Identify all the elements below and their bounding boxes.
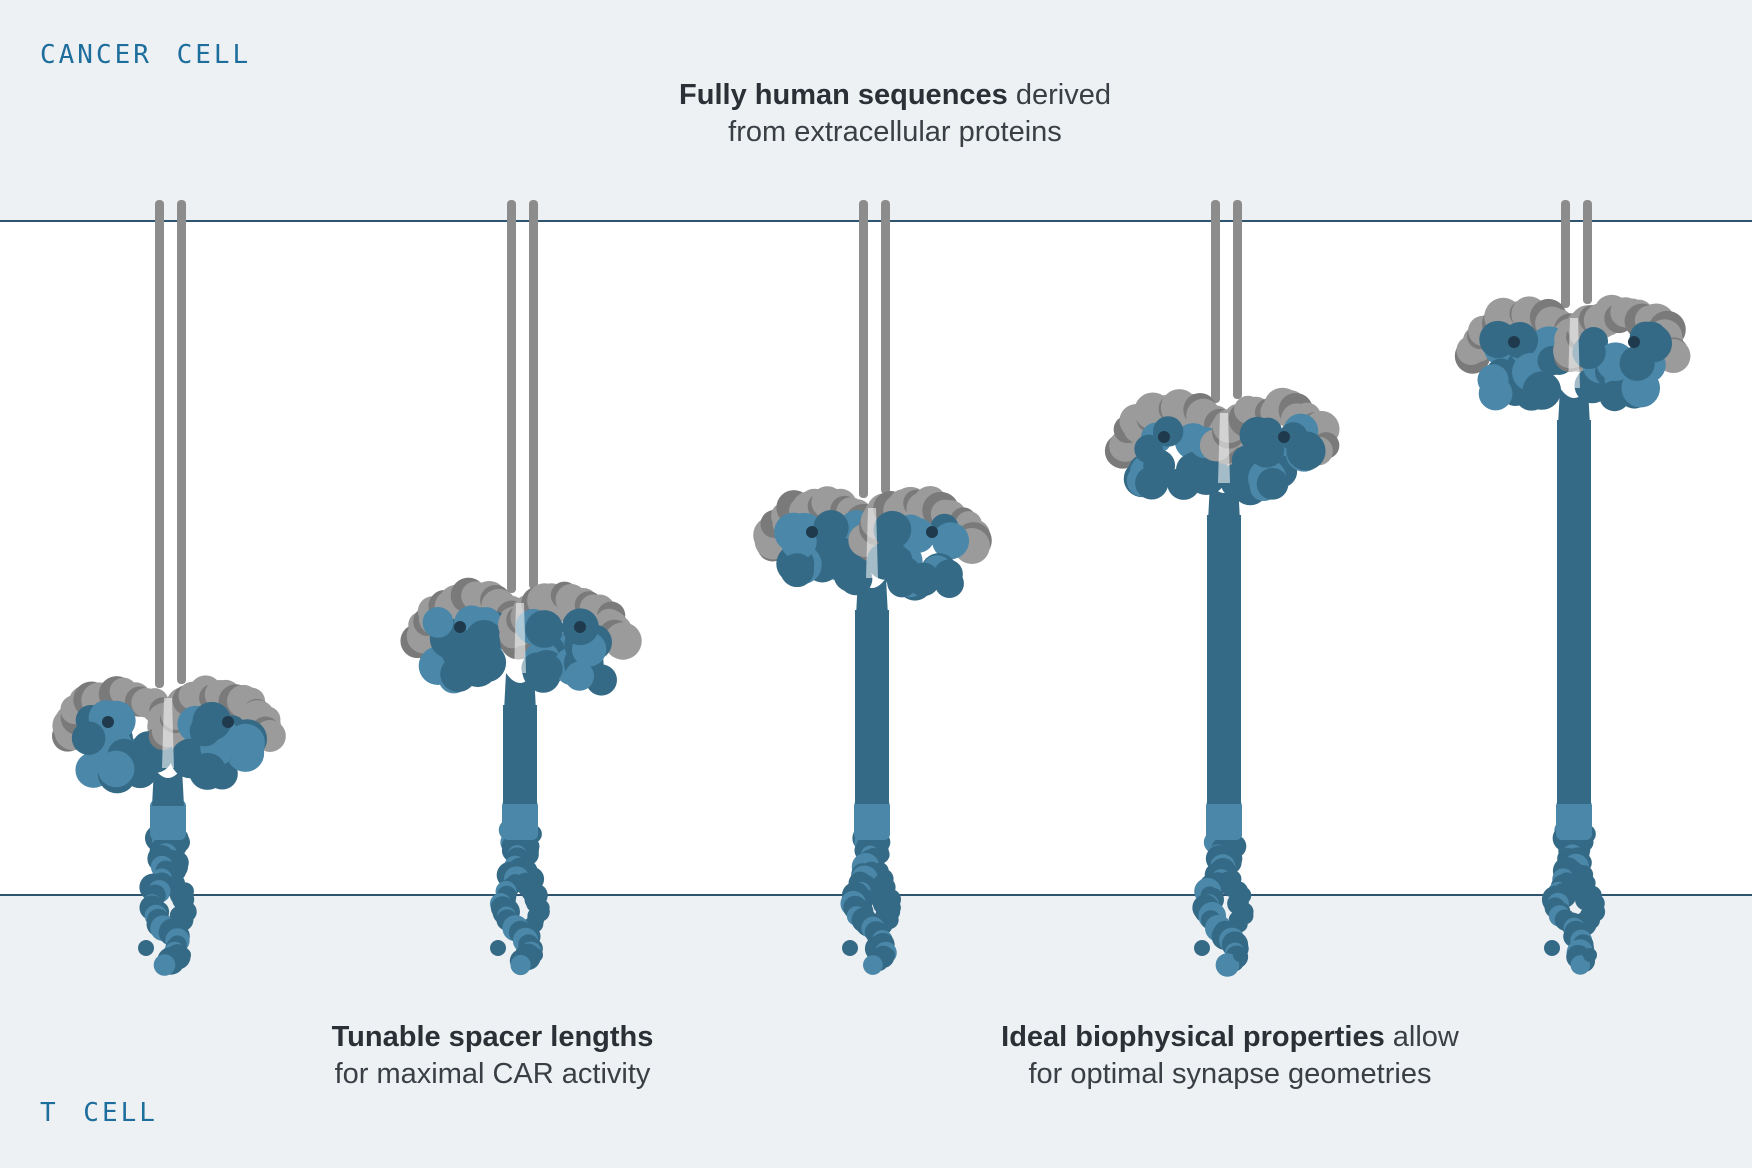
binding-head xyxy=(1104,387,1340,506)
caption-fully-human-bold: Fully human sequences xyxy=(679,79,1008,111)
car-construct-3 xyxy=(753,200,992,975)
intracellular-domain xyxy=(1541,820,1606,975)
caption-tunable-spacer-line2: for maximal CAR activity xyxy=(334,1058,651,1090)
spacer-domain xyxy=(1207,515,1241,804)
binding-head xyxy=(1454,294,1691,412)
antigen-rod-right xyxy=(1583,200,1592,304)
caption-fully-human: Fully human sequences derived from extra… xyxy=(560,77,1230,151)
caption-biophysical-line2: for optimal synapse geometries xyxy=(1028,1058,1432,1090)
antigen-rod-left xyxy=(859,200,868,498)
intracellular-domain xyxy=(1192,819,1254,977)
spacer-domain xyxy=(855,610,889,804)
caption-fully-human-rest: derived xyxy=(1007,79,1111,111)
caption-tunable-spacer-bold: Tunable spacer lengths xyxy=(331,1021,654,1053)
caption-fully-human-line2: from extracellular proteins xyxy=(728,116,1062,148)
t-cell-label: T CELL xyxy=(40,1098,158,1128)
binding-head xyxy=(52,675,286,794)
intracellular-domain xyxy=(138,818,197,976)
car-construct-1 xyxy=(52,200,286,976)
hinge-domain xyxy=(150,800,186,840)
car-construct-5 xyxy=(1454,200,1691,975)
intracellular-domain xyxy=(489,819,550,976)
caption-biophysical-bold: Ideal biophysical properties xyxy=(1001,1021,1385,1053)
caption-biophysical: Ideal biophysical properties allow for o… xyxy=(940,1019,1520,1093)
antigen-rod-right xyxy=(177,200,186,684)
neck-domain xyxy=(152,768,184,806)
antigen-rod-left xyxy=(155,200,164,688)
antigen-rod-right xyxy=(529,200,538,589)
cancer-cell-region xyxy=(0,0,1752,222)
car-construct-2 xyxy=(400,200,642,976)
antigen-rod-left xyxy=(1561,200,1570,308)
antigen-rod-right xyxy=(1233,200,1242,399)
hinge-domain xyxy=(1206,800,1242,840)
caption-biophysical-rest: allow xyxy=(1384,1021,1459,1053)
antigen-rod-right xyxy=(881,200,890,494)
binding-head xyxy=(753,486,992,601)
intracellular-domain xyxy=(840,820,901,975)
cancer-cell-label: CANCER CELL xyxy=(40,40,252,70)
antigen-rod-left xyxy=(1211,200,1220,403)
hinge-domain xyxy=(854,800,890,840)
caption-tunable-spacer: Tunable spacer lengths for maximal CAR a… xyxy=(260,1019,725,1093)
spacer-domain xyxy=(503,705,537,804)
binding-head xyxy=(400,577,642,696)
car-construct-4 xyxy=(1104,200,1340,977)
antigen-rod-left xyxy=(507,200,516,593)
hinge-domain xyxy=(1556,800,1592,840)
hinge-domain xyxy=(502,800,538,840)
spacer-domain xyxy=(1557,420,1591,804)
